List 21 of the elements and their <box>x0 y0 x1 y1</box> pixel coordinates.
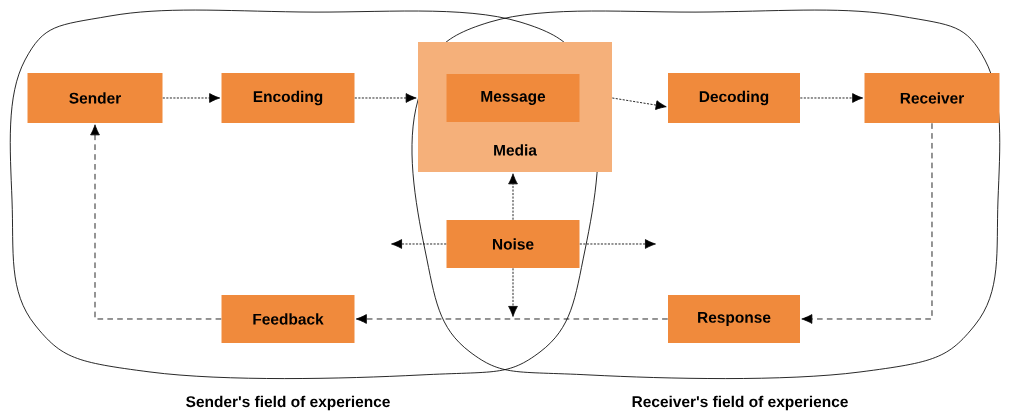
process-box: Noise <box>446 220 580 268</box>
arrow <box>162 93 221 103</box>
process-box: Response <box>668 295 800 343</box>
arrow <box>508 173 518 221</box>
arrow <box>611 97 667 110</box>
arrow <box>799 93 864 103</box>
node-label: Sender's field of experience <box>186 395 390 411</box>
arrow <box>508 267 518 317</box>
node-label: Receiver's field of experience <box>632 395 848 411</box>
process-box: Message <box>446 74 580 122</box>
process-box: Sender <box>27 73 163 123</box>
arrow <box>801 122 933 324</box>
arrow <box>354 93 417 103</box>
process-box: Decoding <box>668 73 800 123</box>
arrow <box>355 314 669 324</box>
process-box: Feedback <box>221 295 355 343</box>
arrow <box>90 124 222 320</box>
process-box: Encoding <box>221 73 355 123</box>
arrow <box>579 239 656 249</box>
arrow <box>391 239 447 249</box>
process-box: Receiver <box>864 73 1000 123</box>
